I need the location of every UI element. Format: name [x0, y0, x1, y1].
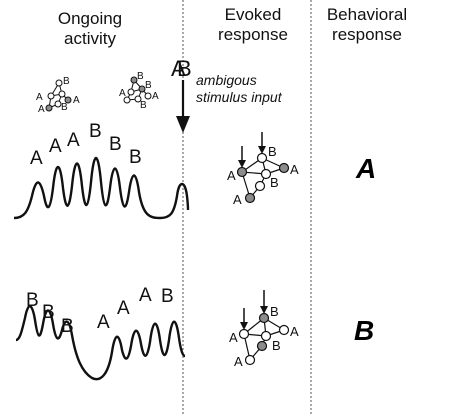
node-label: B — [145, 80, 152, 91]
ambiguous-glyph-b: B — [177, 56, 192, 81]
node-label: B — [140, 100, 147, 111]
network-node — [256, 152, 268, 164]
input-arrow-head — [260, 306, 268, 314]
peak-label: B — [129, 147, 142, 168]
network-node — [127, 88, 135, 96]
peak-label: A — [117, 298, 130, 319]
input-arrow-head — [258, 146, 266, 154]
network-node — [244, 354, 256, 366]
peak-label: B — [89, 121, 102, 142]
network-node — [54, 100, 62, 108]
evoked-network-top: B B A A A — [227, 132, 299, 207]
node-label: A — [36, 92, 43, 103]
peak-label: B — [161, 286, 174, 307]
ongoing-trace-bottom — [15, 305, 186, 381]
network-node — [260, 330, 272, 342]
peak-label: A — [67, 130, 80, 151]
network-node — [256, 340, 268, 352]
network-node — [254, 180, 266, 192]
network-node — [236, 166, 248, 178]
peak-label: A — [97, 312, 110, 333]
network-node — [144, 92, 152, 100]
node-label: A — [227, 168, 236, 183]
network-node — [244, 192, 256, 204]
node-label: B — [268, 144, 277, 159]
input-arrow-head — [240, 322, 248, 330]
network-node — [278, 162, 290, 174]
network-node — [134, 95, 142, 103]
node-label: B — [137, 71, 144, 82]
ambiguous-glyph-a: A — [171, 56, 186, 81]
stimulus-arrow-head — [176, 116, 190, 133]
network-node — [47, 92, 55, 100]
node-label: A — [73, 95, 80, 106]
network-node — [238, 328, 250, 340]
small-network-2: B B A A B — [119, 71, 159, 111]
network-node — [58, 90, 66, 98]
network-node — [278, 324, 290, 336]
network-node — [258, 312, 270, 324]
peak-label: B — [61, 316, 74, 337]
behavior-bottom: B — [354, 315, 374, 346]
node-label: A — [152, 91, 159, 102]
node-label: B — [61, 102, 68, 113]
node-label: A — [290, 324, 299, 339]
node-label: A — [234, 354, 243, 369]
peak-label: B — [42, 302, 55, 323]
node-label: A — [290, 162, 299, 177]
peak-label: B — [109, 134, 122, 155]
network-node — [138, 85, 146, 93]
network-node — [45, 104, 53, 112]
network-node — [130, 76, 138, 84]
header-ongoing-line1: Ongoing — [58, 9, 122, 28]
node-label: A — [229, 330, 238, 345]
network-node — [260, 168, 272, 180]
input-arrow-head — [238, 160, 246, 168]
network-node — [64, 96, 72, 104]
network-node — [123, 96, 131, 104]
header-evoked-line1: Evoked — [225, 5, 282, 24]
node-label: B — [270, 175, 279, 190]
behavior-top: A — [355, 153, 376, 184]
header-evoked-line2: response — [218, 25, 288, 44]
header-behavioral-line2: response — [332, 25, 402, 44]
ambiguous-stimulus: A B ambigous stimulus input — [171, 56, 283, 133]
peak-label: B — [26, 290, 39, 311]
node-label: B — [272, 338, 281, 353]
stimulus-label-line2: stimulus input — [196, 89, 283, 105]
stimulus-label-line1: ambigous — [196, 72, 257, 88]
node-label: A — [119, 88, 126, 99]
evoked-network-bottom: B B A A A — [229, 290, 299, 369]
network-node — [55, 79, 63, 87]
node-label: A — [38, 104, 45, 115]
peak-label: A — [139, 285, 152, 306]
node-label: A — [233, 192, 242, 207]
header-ongoing-line2: activity — [64, 29, 116, 48]
ongoing-trace-top — [13, 157, 190, 220]
small-network-1: B A A B A — [36, 76, 80, 115]
peak-label: A — [30, 148, 43, 169]
header-behavioral-line1: Behavioral — [327, 5, 407, 24]
node-label: B — [270, 304, 279, 319]
node-label: B — [63, 76, 70, 87]
peak-label: A — [49, 136, 62, 157]
